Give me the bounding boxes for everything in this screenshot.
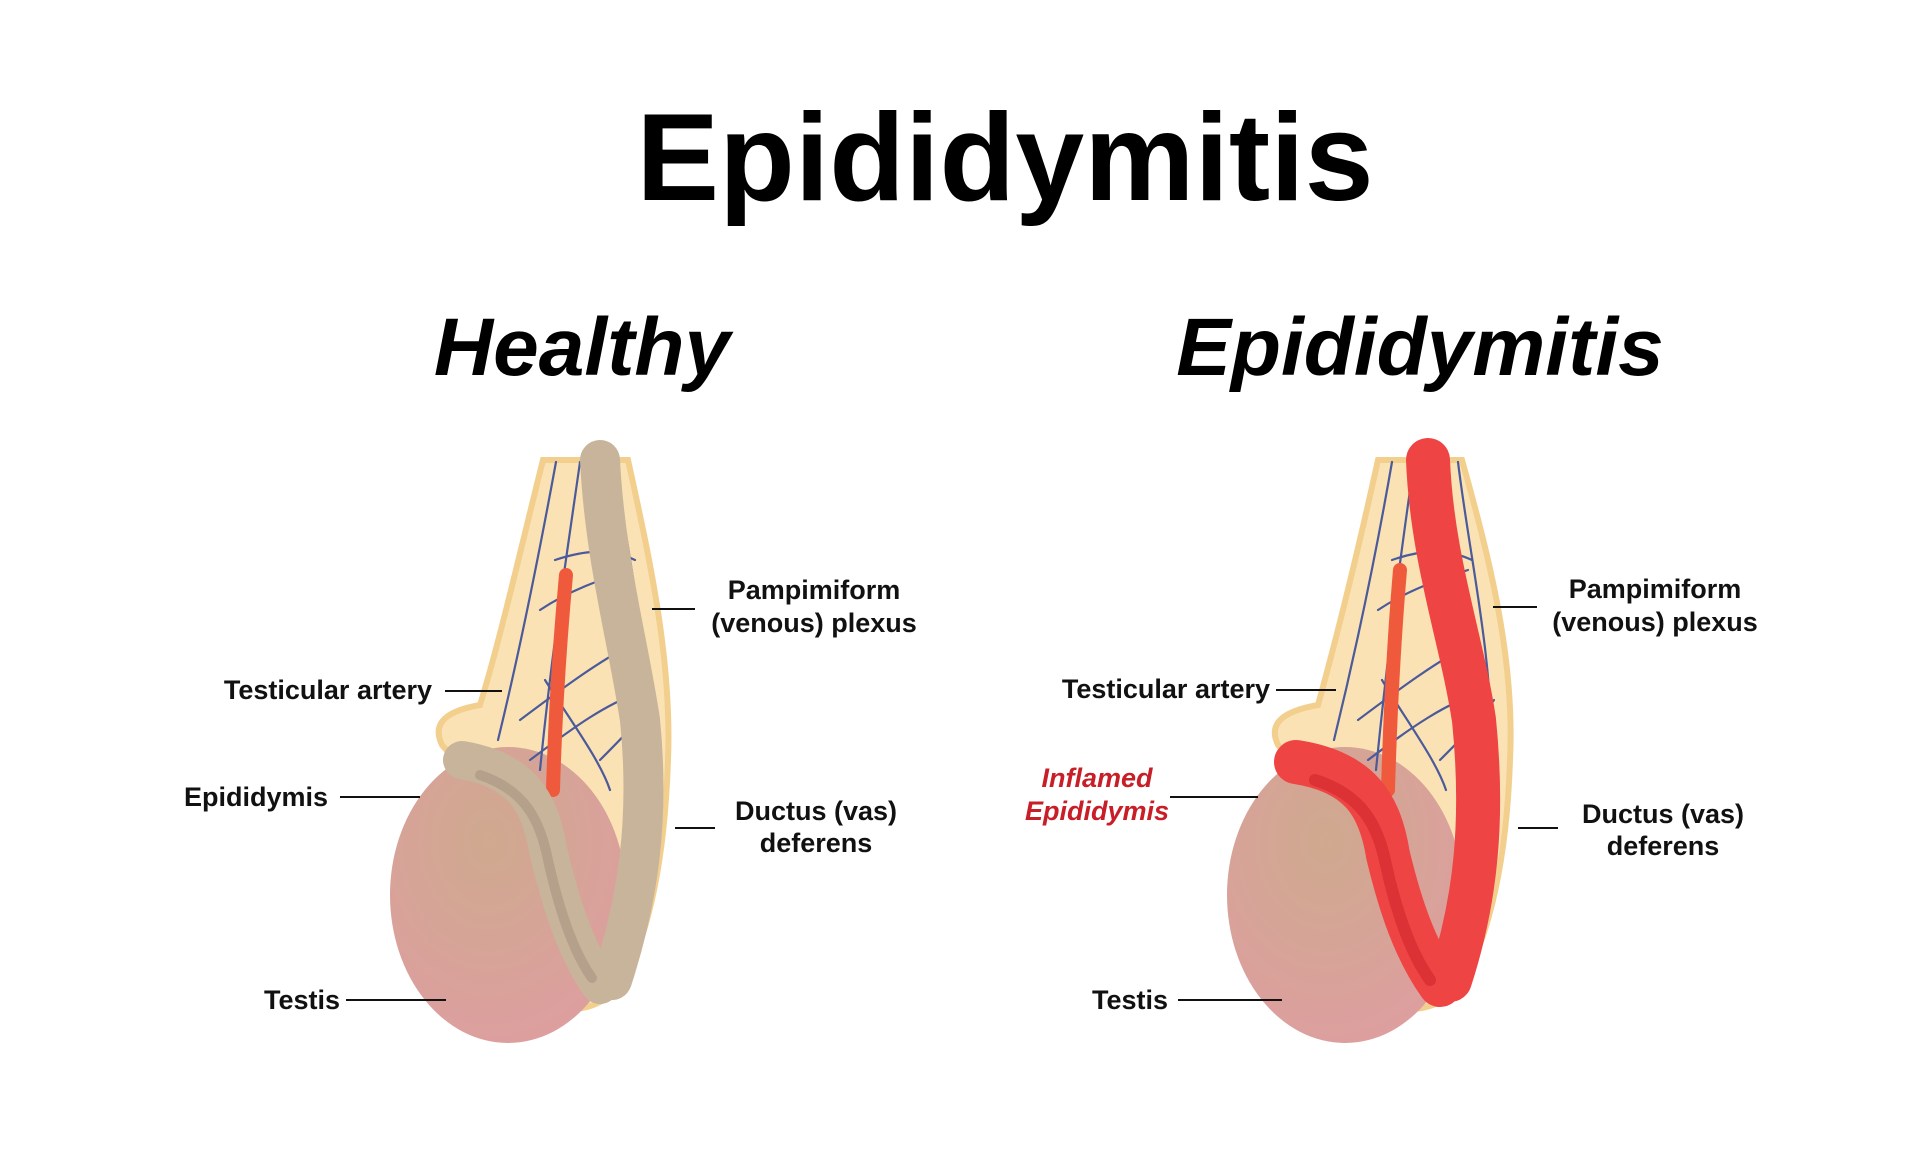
- testis-label: Testis: [264, 985, 340, 1015]
- inflamed-epididymis-label-line2: Epididymis: [1025, 796, 1169, 826]
- plexus-label-line1: Pampimiform: [728, 575, 901, 605]
- plexus-label-line2-inflamed: (venous) plexus: [1552, 607, 1758, 637]
- artery-label: Testicular artery: [224, 675, 432, 705]
- ductus-label-line2: deferens: [760, 828, 873, 858]
- testis-label-inflamed: Testis: [1092, 985, 1168, 1015]
- panel-heading-epididymitis: Epididymitis: [1176, 302, 1664, 393]
- panel-healthy: Healthy: [390, 302, 734, 1043]
- ductus-label-line1: Ductus (vas): [735, 796, 897, 826]
- ductus-label-line1-inflamed: Ductus (vas): [1582, 799, 1744, 829]
- inflamed-epididymis-label-line1: Inflamed: [1041, 763, 1153, 793]
- panel-epididymitis: Epididymitis: [1176, 302, 1664, 1043]
- ductus-label-line2-inflamed: deferens: [1607, 831, 1720, 861]
- main-title: Epididymitis: [636, 89, 1373, 227]
- epididymis-label: Epididymis: [184, 782, 328, 812]
- plexus-label-line1-inflamed: Pampimiform: [1569, 574, 1742, 604]
- panel-heading-healthy: Healthy: [434, 302, 735, 393]
- plexus-label-line2: (venous) plexus: [711, 608, 917, 638]
- artery-label-inflamed: Testicular artery: [1062, 674, 1270, 704]
